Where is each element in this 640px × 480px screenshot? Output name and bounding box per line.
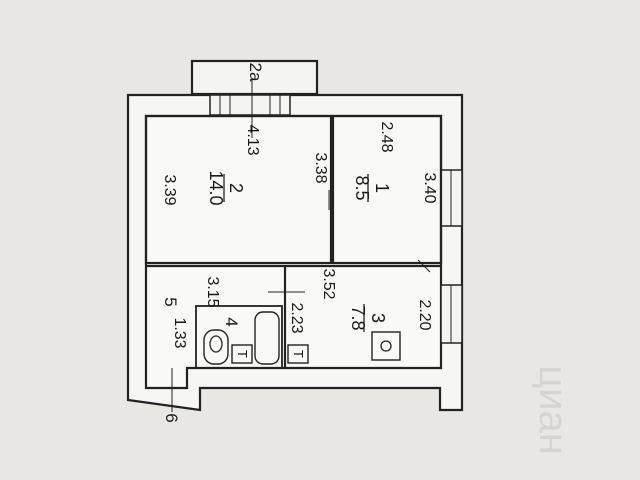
stove-burner-icon [380, 340, 392, 352]
room-3-number: 3 [368, 313, 388, 323]
room-4-side: 2.23 [288, 302, 305, 333]
room-1-width: 2.48 [378, 121, 395, 152]
balcony-door [209, 94, 291, 116]
room-1-outline [331, 114, 443, 265]
room-4-length: 1.33 [171, 317, 188, 348]
corridor-number: 5 [161, 297, 180, 306]
room-2-area: 14.0 [206, 170, 226, 205]
stove-icon [371, 331, 401, 361]
entrance-number: 6 [162, 413, 181, 422]
bathroom-outline [195, 305, 283, 369]
room-2-length: 3.39 [161, 174, 178, 205]
watermark-text: циан [531, 365, 575, 455]
room-2-width: 4.13 [244, 124, 261, 155]
room-1-length: 3.40 [421, 172, 438, 203]
room-3-width: 3.52 [320, 268, 337, 299]
fixture-label-1: T [235, 350, 250, 358]
room-3-length: 2.20 [416, 299, 433, 330]
balcony-outline [190, 59, 319, 96]
room-2-number: 2 [226, 183, 246, 193]
fixture-label-2: T [291, 350, 306, 358]
bathtub-icon [254, 311, 280, 365]
toilet-bowl-icon [209, 335, 223, 353]
fixture-box-2 [287, 344, 309, 364]
room-1-area: 8.5 [352, 175, 372, 200]
room-4-number: 4 [222, 317, 241, 326]
room-4-width: 3.15 [204, 276, 221, 307]
room-2-side: 3.38 [312, 152, 329, 183]
room-3-area: 7.8 [348, 305, 368, 330]
toilet-tank-icon [203, 329, 229, 365]
dim-line-room-3 [417, 259, 431, 273]
fixture-box-1 [231, 344, 253, 364]
room-2-outline [144, 114, 333, 265]
room-1-number: 1 [372, 183, 392, 193]
balcony-label: 2a [246, 63, 265, 82]
exterior-wall-inner [144, 114, 443, 390]
